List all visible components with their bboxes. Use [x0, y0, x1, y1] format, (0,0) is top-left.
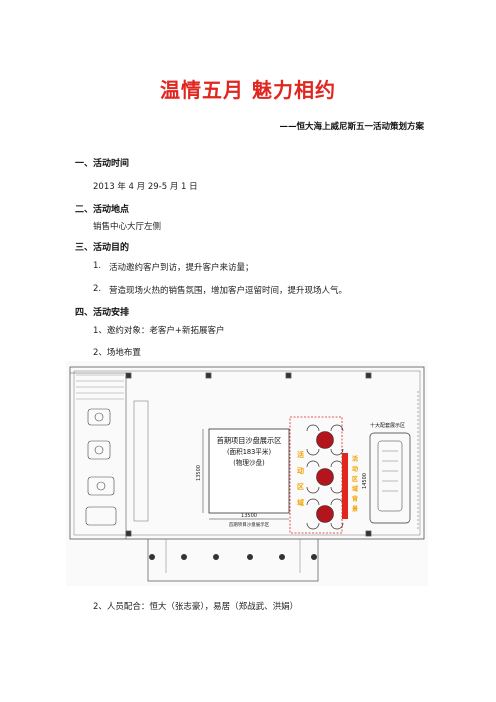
right-zone-dimension: 14500: [362, 473, 368, 489]
activity-area-char-1: 活: [297, 450, 304, 459]
right-zone-label: 十大配套展示区: [370, 422, 405, 429]
purpose-item-2-number: 2.: [93, 284, 102, 294]
backdrop-char-6: 景: [351, 505, 358, 513]
round-table-2: [316, 468, 334, 486]
document-title: 温情五月 魅力相约: [160, 78, 336, 102]
arrangement-invitees: 1、邀约对象：老客户+新拓展客户: [93, 326, 225, 336]
activity-area-char-4: 域: [297, 498, 304, 507]
sandtable-title: 首期项目沙盘展示区: [217, 436, 282, 445]
sandtable-width-dimension: 13500: [241, 513, 257, 519]
section-heading-arrangement: 四、活动安排: [75, 308, 130, 318]
event-date: 2013 年 4 月 29-5 月 1 日: [93, 182, 198, 192]
sandtable-caption: 首期项目沙盘展示区: [229, 521, 270, 528]
staffing-line: 2、人员配合：恒大（张志豪），易居（郑战武、洪娟）: [93, 602, 299, 612]
section-heading-location: 二、活动地点: [75, 205, 130, 215]
backdrop-char-2: 动: [352, 465, 358, 473]
round-table-1: [316, 431, 334, 449]
purpose-item-2-text: 营造现场火热的销售氛围，增加客户逗留时间，提升现场人气。: [109, 286, 348, 296]
round-table-3: [316, 505, 334, 523]
sandtable-height-dimension: 13500: [196, 465, 202, 481]
backdrop-char-4: 域: [352, 485, 358, 493]
section-heading-purpose: 三、活动目的: [75, 243, 130, 253]
document-subtitle: ——恒大海上威尼斯五一活动策划方案: [279, 122, 424, 132]
activity-area-char-3: 区: [297, 483, 304, 491]
sandtable-area: (面积183平米): [227, 447, 271, 456]
backdrop-char-1: 活: [352, 455, 358, 463]
section-heading-time: 一、活动时间: [75, 159, 130, 169]
activity-tables: [306, 424, 344, 530]
arrangement-venue-layout: 2、场地布置: [93, 348, 141, 358]
event-location: 销售中心大厅左侧: [93, 222, 162, 232]
sandtable-kind: (物理沙盘): [233, 458, 265, 467]
purpose-item-1-text: 活动邀约客户到访，提升客户来访量；: [109, 263, 254, 273]
purpose-item-1-number: 1.: [93, 261, 102, 271]
activity-backdrop-bar: [342, 453, 348, 519]
venue-floor-plan: 首期项目沙盘展示区 (面积183平米) (物理沙盘) 13500 首期项目沙盘展…: [66, 361, 428, 586]
backdrop-char-3: 区: [352, 475, 358, 483]
activity-area-char-2: 动: [297, 466, 304, 475]
backdrop-char-5: 背: [352, 495, 358, 503]
